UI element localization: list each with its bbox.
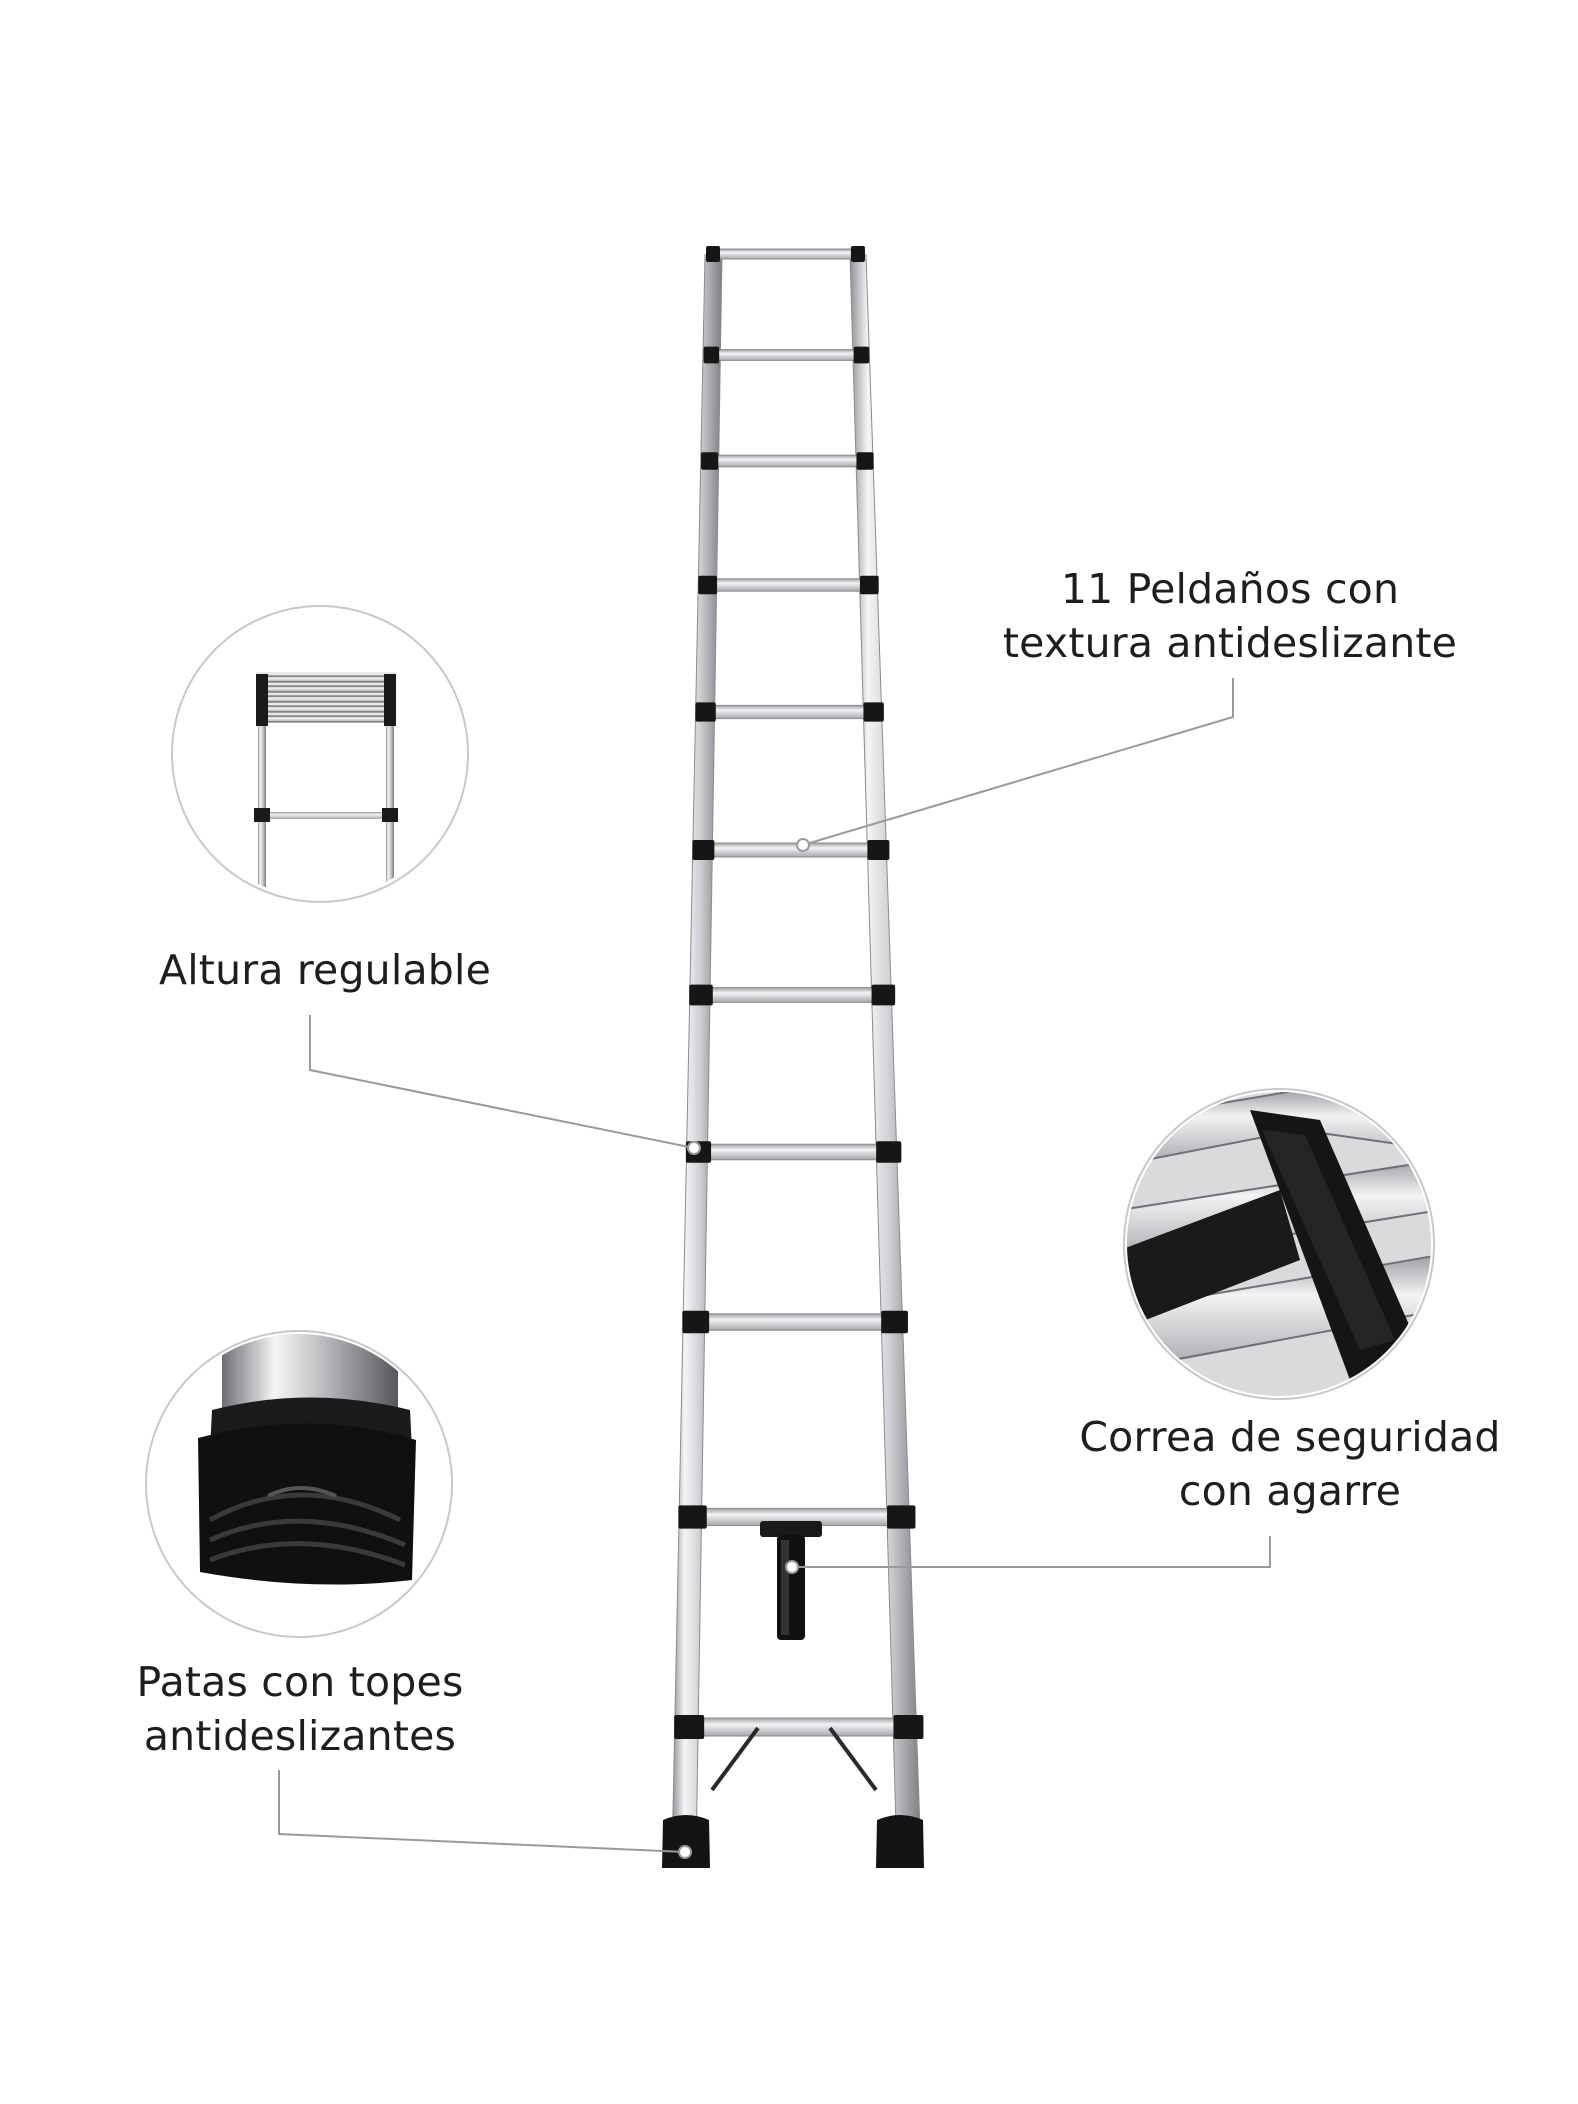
rung-joint-collar bbox=[689, 984, 713, 1006]
callout-steps-line2: textura antideslizante bbox=[1002, 619, 1458, 667]
leader-line-height bbox=[309, 1015, 695, 1149]
ladder-right-rail bbox=[849, 254, 922, 1861]
callout-label-strap: Correa de seguridad con agarre bbox=[1040, 1410, 1540, 1518]
rung-joint-collar bbox=[856, 452, 874, 470]
rung-joint-collar bbox=[853, 346, 870, 364]
ladder-rung bbox=[702, 842, 879, 858]
rung-joint-collar bbox=[695, 702, 716, 722]
rung-joint-collar bbox=[692, 840, 715, 860]
rung-joint-collar bbox=[881, 1310, 908, 1334]
leader-line-feet bbox=[278, 1770, 686, 1853]
rung-joint-collar bbox=[678, 1505, 707, 1529]
rung-joint-collar bbox=[859, 575, 879, 595]
detail-circle-rubber-foot bbox=[145, 1330, 453, 1638]
rung-joint-collar bbox=[703, 346, 720, 364]
callout-label-height: Altura regulable bbox=[110, 943, 540, 997]
ladder-rung bbox=[710, 349, 862, 361]
callout-label-feet: Patas con topes antideslizantes bbox=[100, 1655, 500, 1763]
ladder-rung bbox=[697, 1143, 890, 1161]
leader-lines bbox=[278, 678, 1271, 1853]
rung-joint-collar bbox=[850, 246, 865, 262]
bottom-brace bbox=[710, 1726, 878, 1792]
ladder-rung bbox=[695, 1313, 896, 1331]
rung-joint-collar bbox=[893, 1715, 924, 1739]
rung-joint-collar bbox=[698, 575, 718, 595]
callout-feet-line2: antideslizantes bbox=[143, 1712, 457, 1760]
rung-joint-collar bbox=[682, 1310, 710, 1334]
rung-joint-collar bbox=[871, 984, 896, 1006]
rung-joint-collar bbox=[863, 702, 884, 722]
callout-strap-line2: con agarre bbox=[1178, 1467, 1402, 1515]
rung-joint-collar bbox=[701, 452, 719, 470]
rung-joint-collar bbox=[674, 1715, 705, 1739]
ladder-rung bbox=[712, 248, 859, 260]
callout-strap-line1: Correa de seguridad bbox=[1079, 1413, 1501, 1461]
callout-feet-line1: Patas con topes bbox=[136, 1658, 464, 1706]
ladder-rung bbox=[705, 704, 875, 720]
rung-joint-collar bbox=[706, 246, 721, 262]
safety-strap bbox=[760, 1521, 822, 1640]
rubber-feet bbox=[662, 1815, 924, 1868]
telescopic-ladder bbox=[662, 246, 924, 1868]
detail-circle-safety-strap bbox=[1123, 1088, 1435, 1400]
leader-dots bbox=[678, 838, 810, 1859]
callout-height-line1: Altura regulable bbox=[158, 946, 492, 994]
detail-circle-collapsed-ladder bbox=[171, 605, 469, 903]
ladder-rung bbox=[709, 454, 866, 468]
rung-joint-collar bbox=[876, 1141, 902, 1163]
rung-joint-collar bbox=[867, 840, 890, 860]
leader-line-steps bbox=[802, 678, 1234, 846]
ladder-left-rail bbox=[671, 254, 723, 1861]
ladder-rungs bbox=[674, 246, 924, 1739]
leader-line-strap bbox=[792, 1536, 1271, 1568]
rung-joint-collar bbox=[887, 1505, 916, 1529]
callout-label-steps: 11 Peldaños con textura antideslizante bbox=[960, 562, 1500, 670]
ladder-rung bbox=[688, 1717, 909, 1737]
ladder-rung bbox=[700, 987, 884, 1003]
callout-steps-line1: 11 Peldaños con bbox=[1060, 565, 1400, 613]
ladder-rung bbox=[707, 578, 870, 592]
